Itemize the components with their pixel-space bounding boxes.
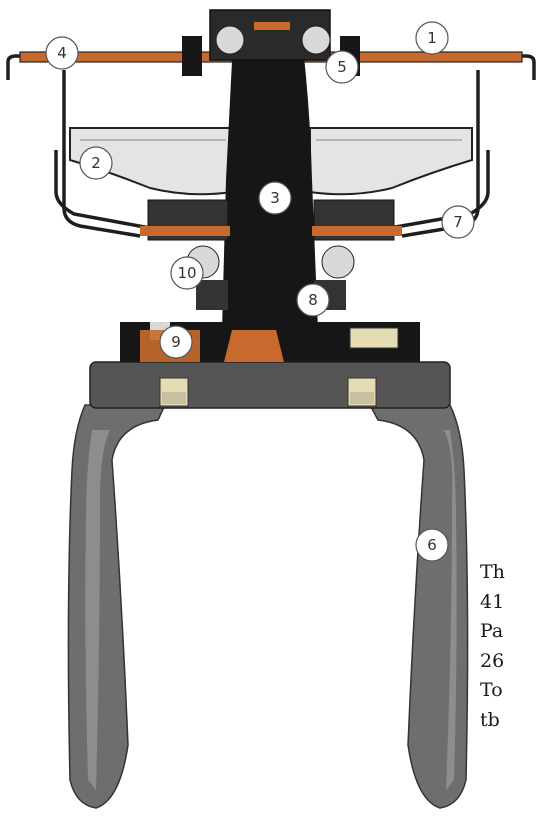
- callout-2-label: 2: [91, 154, 101, 172]
- callout-7: 7: [441, 205, 475, 239]
- callout-3-label: 3: [270, 189, 280, 207]
- bolts: [159, 377, 377, 407]
- callout-10: 10: [170, 256, 204, 290]
- caption-line: Pa: [480, 620, 504, 642]
- callout-10-label: 10: [177, 264, 196, 282]
- callout-1-label: 1: [427, 29, 437, 47]
- tine-right: [368, 404, 469, 809]
- cut-off-caption: Th 41 Pa 26 To tb: [480, 558, 505, 735]
- callout-2: 2: [79, 146, 113, 180]
- caption-line: 41: [480, 590, 505, 613]
- rotor-discs: [69, 127, 473, 196]
- caption-line: Th: [480, 561, 505, 583]
- callout-6: 6: [415, 528, 449, 562]
- callout-3: 3: [258, 181, 292, 215]
- tine-left: [67, 404, 167, 809]
- callout-1: 1: [415, 21, 449, 55]
- caption-line: 26: [480, 649, 505, 672]
- callout-8-label: 8: [308, 291, 318, 309]
- caption-line: tb: [480, 708, 500, 731]
- callout-5-label: 5: [337, 58, 347, 76]
- caption-line: To: [480, 679, 503, 701]
- callout-4: 4: [45, 36, 79, 70]
- callout-4-label: 4: [57, 44, 67, 62]
- callout-9-label: 9: [171, 333, 181, 351]
- callout-7-label: 7: [453, 213, 463, 231]
- bearing-housing: [140, 199, 402, 310]
- tine-holder-plate: [89, 322, 451, 409]
- central-shaft: [209, 9, 331, 330]
- callout-6-label: 6: [427, 536, 437, 554]
- callout-8: 8: [296, 283, 330, 317]
- callout-9: 9: [159, 325, 193, 359]
- callout-5: 5: [325, 50, 359, 84]
